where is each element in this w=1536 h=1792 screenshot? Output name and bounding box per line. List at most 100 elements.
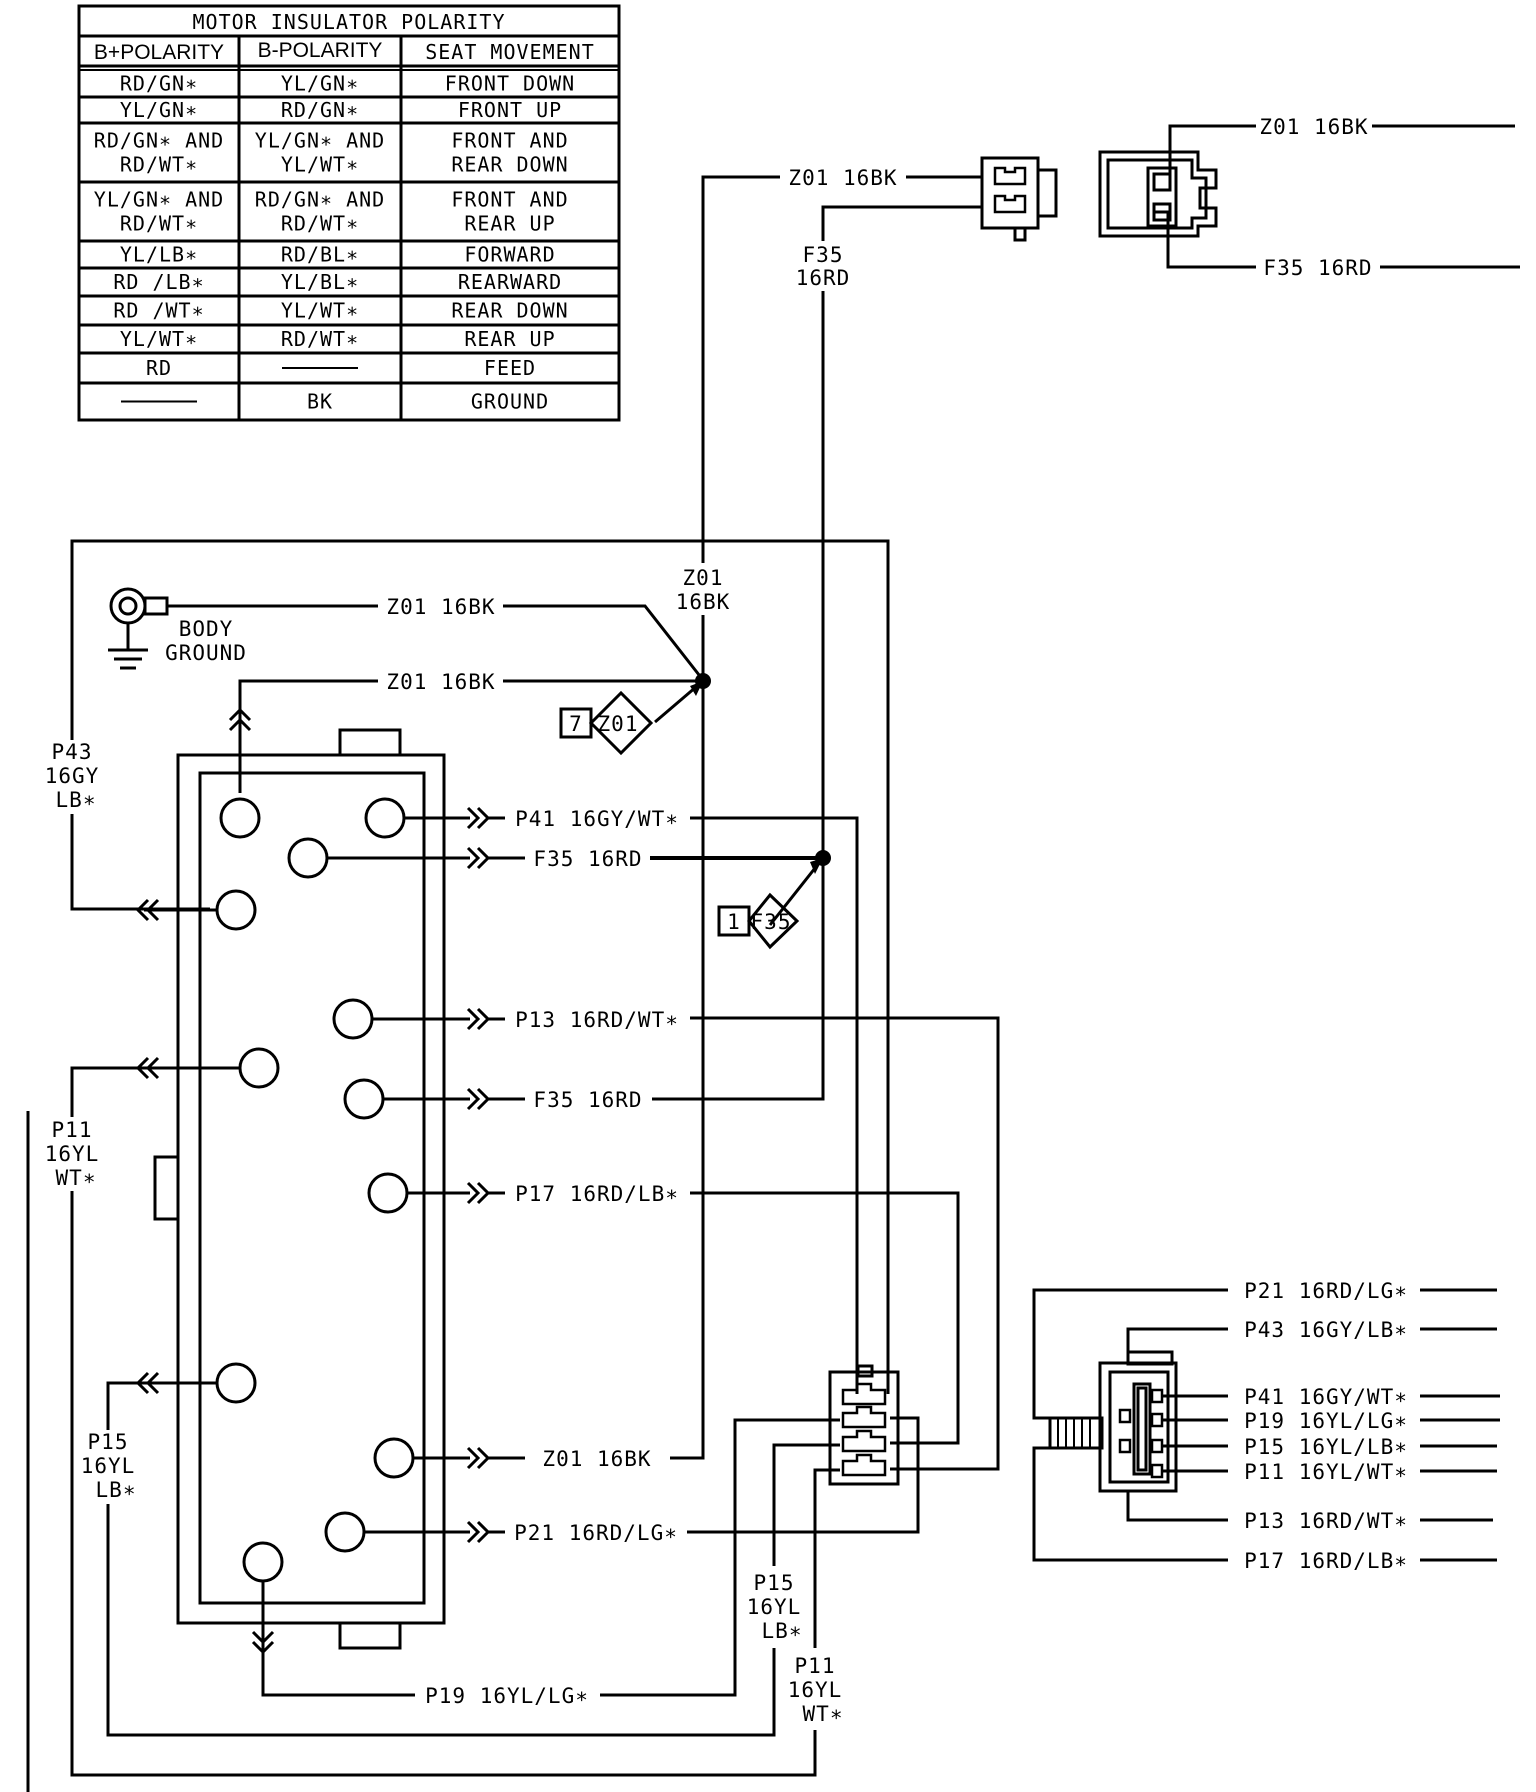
table-cell-b-plus: YL/GN∗ <box>120 98 198 122</box>
body-ground-label-line1: BODY <box>179 617 234 641</box>
pin-p43 <box>215 889 257 931</box>
pin-p11 <box>238 1047 280 1089</box>
p19-wire-left <box>261 1608 600 1697</box>
label-f35-vertical-1: F35 <box>803 243 844 267</box>
label-f35-vertical-2: 16RD <box>796 266 851 290</box>
label-p15-left-2: 16YL <box>81 1454 136 1478</box>
splice-marker-z01: 7 Z01 <box>559 690 654 756</box>
right-connector-face: P21 16RD/LG∗ P43 16GY/LB∗ P41 16GY/WT∗ P… <box>1032 1279 1500 1573</box>
table-cell-b-minus: YL/GN∗ <box>281 72 359 96</box>
table-cell-b-minus: BK <box>307 390 333 414</box>
label-p11-left-1: P11 <box>52 1118 93 1142</box>
label-p15-left-1: P15 <box>88 1430 129 1454</box>
table-cell-b-plus: RD /WT∗ <box>113 299 204 323</box>
table-cell-b-plus: RD/WT∗ <box>120 153 198 177</box>
p41-wire <box>690 816 859 1394</box>
table-cell-movement: REAR UP <box>464 327 555 351</box>
label-p15-right-3: LB∗ <box>762 1619 803 1643</box>
motor-insulator-polarity-table: MOTOR INSULATOR POLARITY B+POLARITY B-PO… <box>77 4 621 422</box>
table-cell-b-plus: RD/GN∗ AND <box>94 129 224 153</box>
table-cell-movement: FEED <box>484 356 536 380</box>
z01-ground-wire <box>503 604 705 681</box>
table-cell-movement: FORWARD <box>464 243 555 267</box>
right-label-p41: P41 16GY/WT∗ <box>1244 1385 1408 1409</box>
p17-wire <box>690 1191 960 1445</box>
pin-z01-lower <box>373 1437 415 1479</box>
right-label-p19: P19 16YL/LG∗ <box>1244 1409 1408 1433</box>
table-cell-b-plus: RD/WT∗ <box>120 212 198 236</box>
table-cell-b-plus: YL/LB∗ <box>120 243 198 267</box>
label-top-right-z01: Z01 16BK <box>1259 115 1368 139</box>
label-p11-right-3: WT∗ <box>803 1702 844 1726</box>
f35-trunk-wire <box>821 205 982 858</box>
label-f35-lower: F35 16RD <box>533 1088 642 1112</box>
table-cell-b-minus: RD/GN∗ AND <box>255 188 385 212</box>
right-label-p15: P15 16YL/LB∗ <box>1244 1435 1408 1459</box>
right-label-p17: P17 16RD/LB∗ <box>1244 1549 1408 1573</box>
splice-marker-f35: 1 F35 <box>717 892 800 950</box>
label-p43-3: LB∗ <box>56 788 97 812</box>
p15-wire-upper <box>772 1443 840 1566</box>
label-p15-left-3: LB∗ <box>96 1478 137 1502</box>
label-z01-vertical-2: 16BK <box>676 590 731 614</box>
z01-trunk-wire <box>701 175 780 676</box>
table-cell-movement: REARWARD <box>458 270 562 294</box>
splice-z01-number: 7 <box>569 712 583 736</box>
table-cell-movement: GROUND <box>471 390 549 414</box>
table-cell-movement: REAR DOWN <box>451 153 568 177</box>
pin-p15 <box>215 1362 257 1404</box>
pin-p13 <box>332 998 374 1040</box>
table-cell-b-plus: RD/GN∗ <box>120 72 198 96</box>
z01-pin-wire <box>238 679 378 793</box>
table-cell-movement: FRONT AND <box>451 188 568 212</box>
p13-wire <box>690 1016 1000 1471</box>
pin-p41 <box>364 797 406 839</box>
label-p11-left-3: WT∗ <box>56 1166 97 1190</box>
table-cell-b-plus: YL/WT∗ <box>120 327 198 351</box>
label-f35-upper: F35 16RD <box>533 847 642 871</box>
table-cell-b-plus: RD <box>146 356 172 380</box>
right-label-p21: P21 16RD/LG∗ <box>1244 1279 1408 1303</box>
pin-p21 <box>324 1511 366 1553</box>
label-p41: P41 16GY/WT∗ <box>515 807 679 831</box>
top-connector-pigtail <box>980 156 1058 242</box>
p21-wire <box>687 1416 920 1534</box>
pin-f35-upper <box>287 837 329 879</box>
table-cell-movement: REAR UP <box>464 212 555 236</box>
table-cell-b-plus: YL/GN∗ AND <box>94 188 224 212</box>
table-cell-b-minus: RD/BL∗ <box>281 243 359 267</box>
pin-p19 <box>242 1541 284 1583</box>
table-cell-b-minus: RD/WT∗ <box>281 212 359 236</box>
table-cell-b-minus: RD/WT∗ <box>281 327 359 351</box>
splice-f35-number: 1 <box>727 910 741 934</box>
p11-wire-upper <box>813 1468 840 1648</box>
splice-f35-name: F35 <box>751 910 792 934</box>
right-label-p13: P13 16RD/WT∗ <box>1244 1509 1408 1533</box>
label-top-right-f35: F35 16RD <box>1263 256 1372 280</box>
right-label-p43: P43 16GY/LB∗ <box>1244 1318 1408 1342</box>
p43-wire <box>70 539 890 1394</box>
label-z01-lower: Z01 16BK <box>542 1447 651 1471</box>
wiring <box>26 175 1000 1792</box>
pin-p17 <box>367 1172 409 1214</box>
splice-z01-name: Z01 <box>598 712 639 736</box>
label-p21: P21 16RD/LG∗ <box>514 1521 678 1545</box>
label-p15-right-2: 16YL <box>747 1595 802 1619</box>
label-z01-vertical-1: Z01 <box>683 566 724 590</box>
p11-wire-lower <box>70 1066 817 1777</box>
table-cell-b-plus: RD /LB∗ <box>113 270 204 294</box>
f35-lower-wire <box>652 858 825 1101</box>
p19-wire-right <box>600 1418 840 1697</box>
f35-splice-dot <box>815 850 831 866</box>
body-ground-label-line2: GROUND <box>165 641 247 665</box>
table-cell-b-minus: YL/BL∗ <box>281 270 359 294</box>
table-cell-movement: REAR DOWN <box>451 299 568 323</box>
header-b-plus: B+POLARITY <box>94 41 224 64</box>
harness-connector-8pin <box>828 1364 900 1486</box>
table-cell-b-minus: YL/GN∗ AND <box>255 129 385 153</box>
label-p15-right-1: P15 <box>754 1571 795 1595</box>
table-cell-b-minus: YL/WT∗ <box>281 299 359 323</box>
right-label-p11: P11 16YL/WT∗ <box>1244 1460 1408 1484</box>
seat-switch-connector <box>135 707 525 1655</box>
z01-lower-wire <box>670 681 705 1460</box>
